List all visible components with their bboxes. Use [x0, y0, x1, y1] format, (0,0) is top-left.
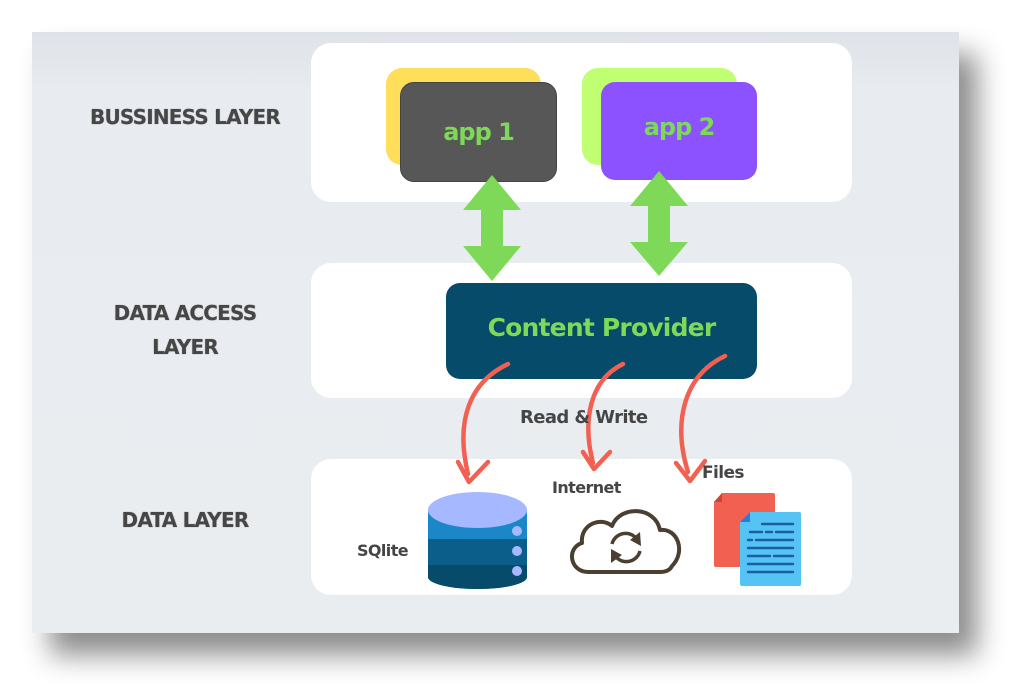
app1-box: app 1	[400, 82, 557, 182]
app1-label: app 1	[443, 118, 515, 146]
read-write-arrow-files	[679, 353, 728, 475]
read-write-arrow-files-head	[673, 458, 708, 484]
bidirectional-arrow-app1	[463, 175, 521, 281]
bidirectional-arrow-app2	[630, 171, 688, 276]
content-provider-label: Content Provider	[487, 312, 717, 342]
read-write-arrow-sqlite-head	[455, 459, 491, 485]
read-write-arrow-internet-head	[580, 449, 613, 472]
app2-box: app 2	[601, 82, 757, 180]
internet-label: Internet	[552, 478, 621, 497]
data-access-layer-label-line2: LAYER	[152, 335, 219, 359]
files-label: Files	[702, 463, 745, 483]
sqlite-label: SQlite	[357, 541, 409, 560]
database-icon	[428, 492, 527, 589]
read-write-arrow-sqlite	[461, 361, 511, 477]
data-access-layer-label-line1: DATA ACCESS	[113, 301, 257, 325]
data-access-layer-label: DATA ACCESS LAYER	[60, 296, 310, 364]
app2-label: app 2	[643, 113, 716, 141]
business-layer-label: BUSSINESS LAYER	[90, 105, 281, 129]
read-write-arrow-internet	[586, 361, 626, 466]
files-icon	[714, 493, 801, 586]
cloud-sync-icon	[570, 509, 682, 574]
content-provider-box: Content Provider	[446, 283, 757, 379]
data-layer-label: DATA LAYER	[121, 508, 250, 532]
read-write-label: Read & Write	[520, 407, 648, 428]
